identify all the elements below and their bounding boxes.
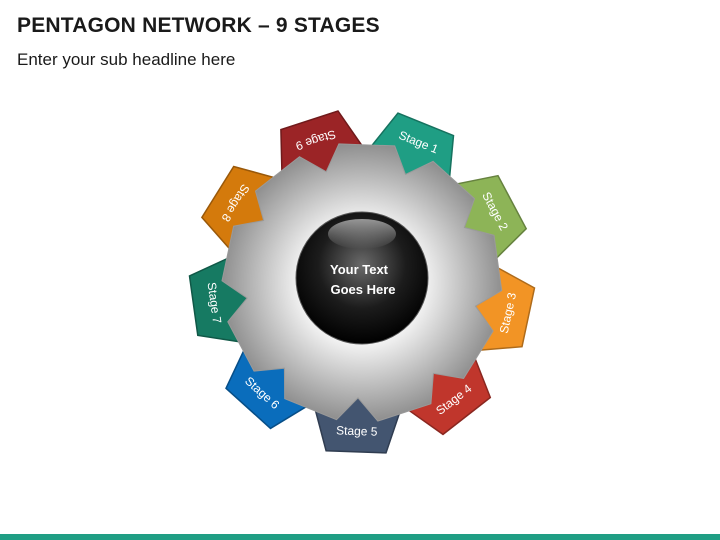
page-subtitle: Enter your sub headline here — [17, 50, 236, 69]
center-ball-shine — [328, 219, 396, 249]
footer-bar — [0, 534, 720, 540]
center-text-line1: Your Text — [330, 262, 389, 277]
page-title: PENTAGON NETWORK – 9 STAGES — [17, 14, 380, 37]
stage-5-label: Stage 5 — [336, 423, 378, 438]
stage-7-label: Stage 7 — [205, 281, 225, 324]
center-ball: Your Text Goes Here — [295, 211, 429, 345]
center-ball-circle — [295, 211, 429, 345]
center-text-line2: Goes Here — [330, 282, 395, 297]
